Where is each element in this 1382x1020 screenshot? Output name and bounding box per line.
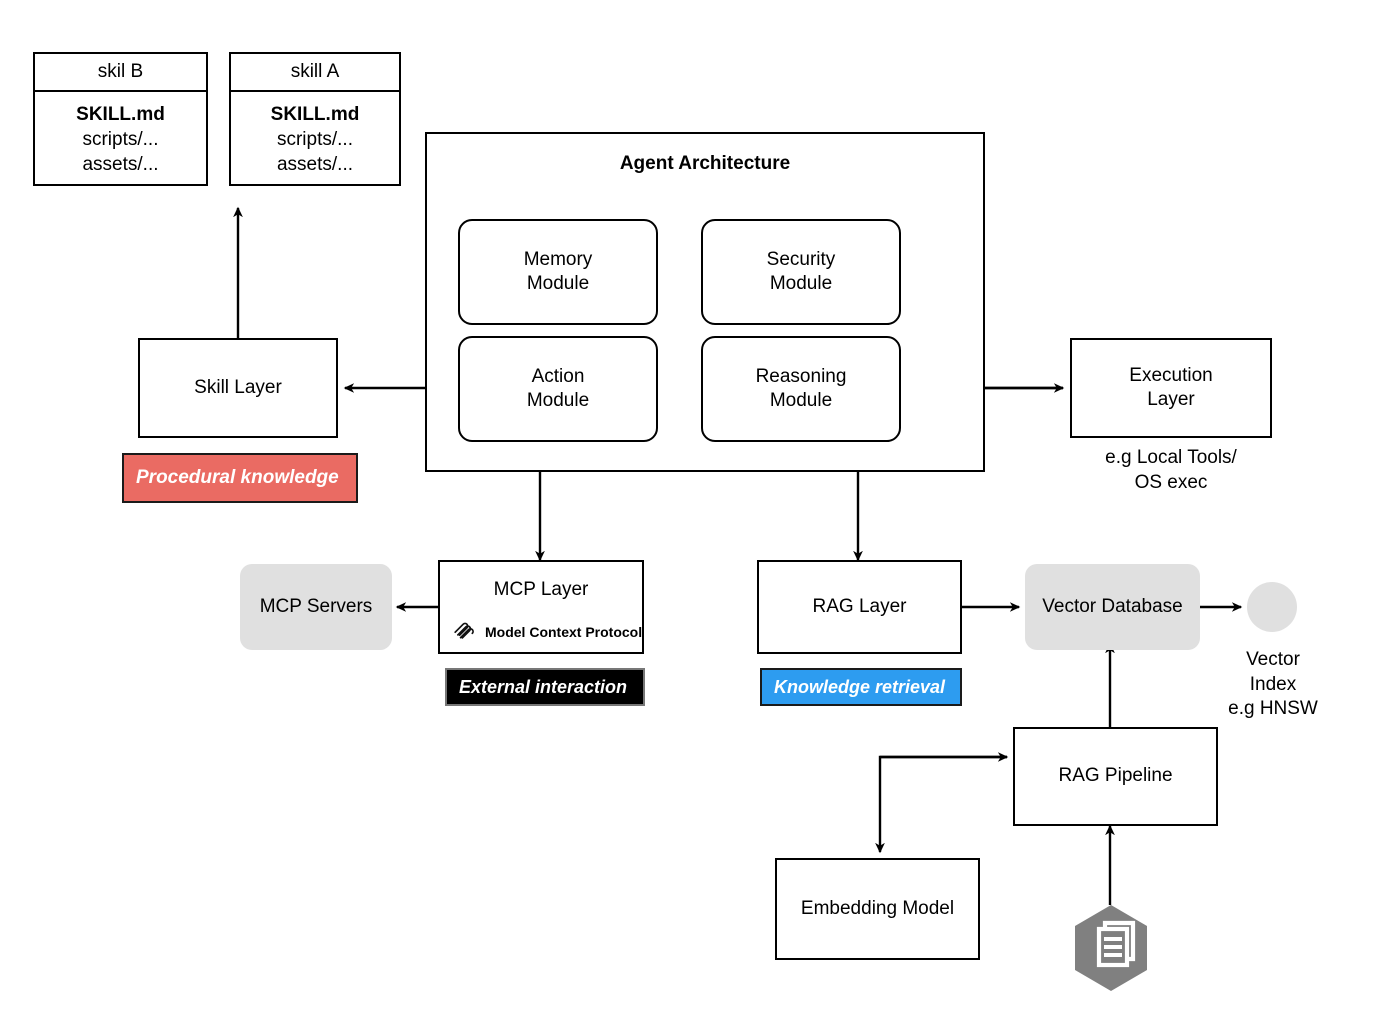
module-security[interactable]: Security Module [701, 219, 901, 325]
mcp-servers-label: MCP Servers [259, 595, 373, 617]
mcp-protocol-row: Model Context Protocol [452, 618, 642, 645]
mcp-layer-box[interactable]: MCP Layer [438, 560, 644, 654]
badge-procedural-knowledge-label: Procedural knowledge [136, 467, 339, 488]
execution-layer-caption: e.g Local Tools/ OS exec [1060, 446, 1282, 495]
vector-index-circle-icon [1247, 582, 1297, 632]
execution-layer-box[interactable]: Execution Layer [1070, 338, 1272, 438]
rag-layer-label: RAG Layer [812, 595, 907, 617]
module-security-line-1: Security [766, 248, 836, 270]
agent-architecture-title: Agent Architecture [619, 153, 791, 174]
execution-layer-caption-line-1: e.g Local Tools/ [1105, 447, 1237, 468]
vector-database-box[interactable]: Vector Database [1025, 564, 1200, 650]
vector-index-line-3: e.g HNSW [1228, 698, 1318, 720]
module-reasoning[interactable]: Reasoning Module [701, 336, 901, 442]
skill-card-a[interactable]: skill A SKILL.md scripts/... assets/... [229, 52, 401, 186]
skill-layer-box[interactable]: Skill Layer [138, 338, 338, 438]
vector-index-line-2: Index [1249, 673, 1297, 695]
module-action-line-2: Module [526, 390, 590, 411]
vector-database-label: Vector Database [1042, 595, 1183, 617]
execution-layer-line-1: Execution [1129, 364, 1213, 386]
embedding-model-box[interactable]: Embedding Model [775, 858, 980, 960]
mcp-layer-label: MCP Layer [493, 579, 589, 600]
module-reasoning-line-1: Reasoning [755, 365, 847, 387]
skill-card-a-body: SKILL.md scripts/... assets/... [231, 92, 399, 177]
module-memory-line-2: Module [526, 273, 590, 294]
module-reasoning-line-2: Module [769, 390, 833, 411]
skill-card-b-line-1: SKILL.md [76, 104, 165, 125]
skill-layer-label: Skill Layer [194, 376, 282, 398]
vector-index-line-1: Vector [1246, 649, 1300, 670]
rag-layer-box[interactable]: RAG Layer [757, 560, 962, 654]
skill-card-a-line-3: assets/... [276, 154, 354, 176]
execution-layer-line-2: Layer [1147, 389, 1195, 410]
documents-hexagon-icon [1071, 903, 1151, 993]
skill-card-a-header: skill A [231, 54, 399, 92]
mcp-servers-box[interactable]: MCP Servers [240, 564, 392, 650]
badge-external-interaction-label: External interaction [459, 676, 628, 697]
mcp-logo-icon [452, 618, 476, 645]
badge-procedural-knowledge: Procedural knowledge [122, 453, 358, 503]
skill-card-a-line-2: scripts/... [276, 129, 353, 151]
module-action[interactable]: Action Module [458, 336, 658, 442]
embedding-model-label: Embedding Model [800, 897, 955, 919]
skill-card-b[interactable]: skil B SKILL.md scripts/... assets/... [33, 52, 208, 186]
module-security-line-2: Module [769, 273, 833, 294]
rag-pipeline-box[interactable]: RAG Pipeline [1013, 727, 1218, 826]
badge-external-interaction: External interaction [445, 668, 645, 706]
skill-card-b-line-2: scripts/... [82, 129, 159, 151]
arrow-pipeline-to-embedding [875, 755, 1007, 854]
badge-knowledge-retrieval-label: Knowledge retrieval [774, 676, 946, 697]
skill-card-a-line-1: SKILL.md [270, 104, 360, 125]
rag-pipeline-label: RAG Pipeline [1058, 765, 1173, 787]
module-memory[interactable]: Memory Module [458, 219, 658, 325]
skill-card-b-body: SKILL.md scripts/... assets/... [35, 92, 206, 177]
module-memory-line-1: Memory [523, 248, 593, 270]
badge-knowledge-retrieval: Knowledge retrieval [760, 668, 962, 706]
vector-index-caption: Vector Index e.g HNSW [1198, 648, 1348, 722]
skill-card-b-header: skil B [35, 54, 206, 92]
execution-layer-caption-line-2: OS exec [1134, 471, 1208, 493]
module-action-line-1: Action [531, 365, 585, 387]
skill-card-b-line-3: assets/... [82, 154, 159, 176]
mcp-protocol-label: Model Context Protocol [485, 623, 643, 640]
